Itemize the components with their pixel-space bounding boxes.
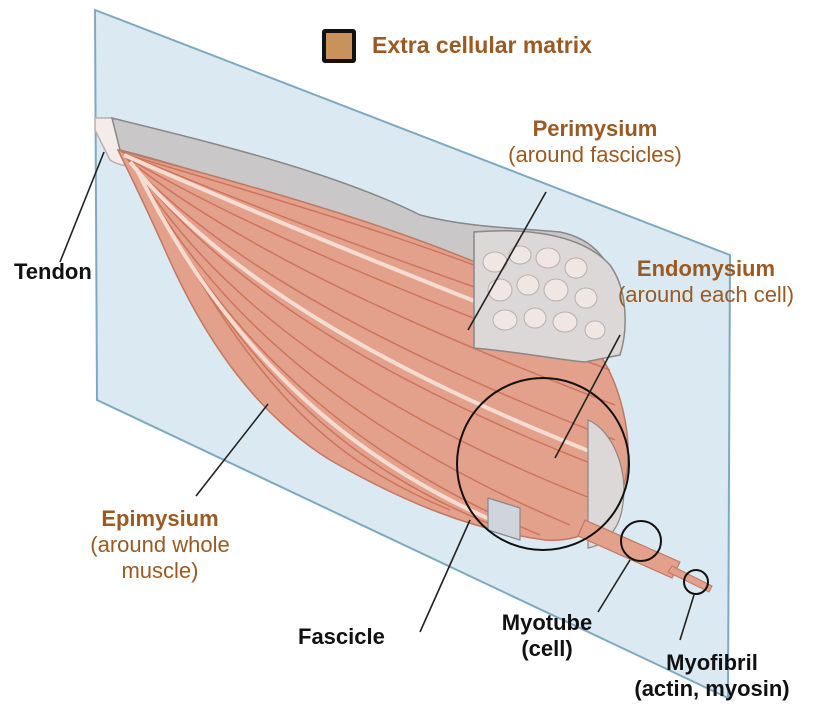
perimysium-label: Perimysium (around fascicles) (470, 116, 720, 168)
myotube-label: Myotube (cell) (482, 610, 612, 662)
myotube-subtitle: (cell) (482, 636, 612, 662)
perimysium-subtitle: (around fascicles) (470, 142, 720, 168)
tendon-label: Tendon (14, 259, 92, 285)
fascicle-label: Fascicle (298, 624, 385, 650)
endomysium-title: Endomysium (596, 256, 816, 282)
epimysium-subtitle-line1: (around whole (60, 532, 260, 558)
myofibril-title: Myofibril (612, 650, 812, 676)
myotube-title: Myotube (482, 610, 612, 636)
endomysium-label: Endomysium (around each cell) (596, 256, 816, 308)
legend-label: Extra cellular matrix (372, 32, 592, 59)
perimysium-title: Perimysium (470, 116, 720, 142)
myofibril-subtitle: (actin, myosin) (612, 676, 812, 702)
myofibril-label: Myofibril (actin, myosin) (612, 650, 812, 702)
epimysium-title: Epimysium (60, 506, 260, 532)
endomysium-subtitle: (around each cell) (596, 282, 816, 308)
epimysium-subtitle-line2: muscle) (60, 558, 260, 584)
epimysium-label: Epimysium (around whole muscle) (60, 506, 260, 584)
extracellular-matrix-swatch (322, 29, 356, 63)
